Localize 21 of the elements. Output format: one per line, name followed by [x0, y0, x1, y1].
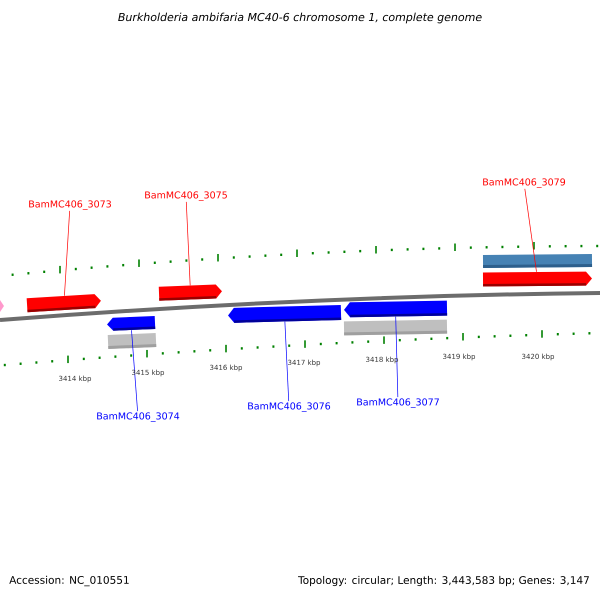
gene-marker [482, 272, 592, 286]
gene-marker [158, 284, 222, 301]
gene-label: BamMC406_3074 [97, 412, 180, 422]
gene-marker [26, 294, 101, 312]
genome-stats-text: Topology: circular; Length: 3,443,583 bp; Genes: 3,147 [298, 576, 589, 586]
gene-label: BamMC406_3075 [145, 191, 227, 201]
gene-marker [228, 305, 342, 323]
gene-marker [344, 300, 448, 318]
gene-label: BamMC406_3073 [29, 200, 111, 210]
gene-label: BamMC406_3076 [248, 402, 330, 412]
gene-marker [107, 316, 156, 331]
leader-line [284, 321, 290, 402]
accession-text: Accession: NC_010551 [9, 576, 129, 586]
leader-line [131, 330, 138, 412]
title: Burkholderia ambifaria MC40-6 chromosome 1, complete genome [118, 12, 482, 24]
leader-line [186, 202, 191, 286]
gene-label: BamMC406_3079 [483, 178, 566, 188]
leader-line [64, 210, 70, 296]
leader-line [524, 188, 537, 272]
gene-label: BamMC406_3077 [357, 398, 439, 408]
leader-line [395, 316, 398, 398]
